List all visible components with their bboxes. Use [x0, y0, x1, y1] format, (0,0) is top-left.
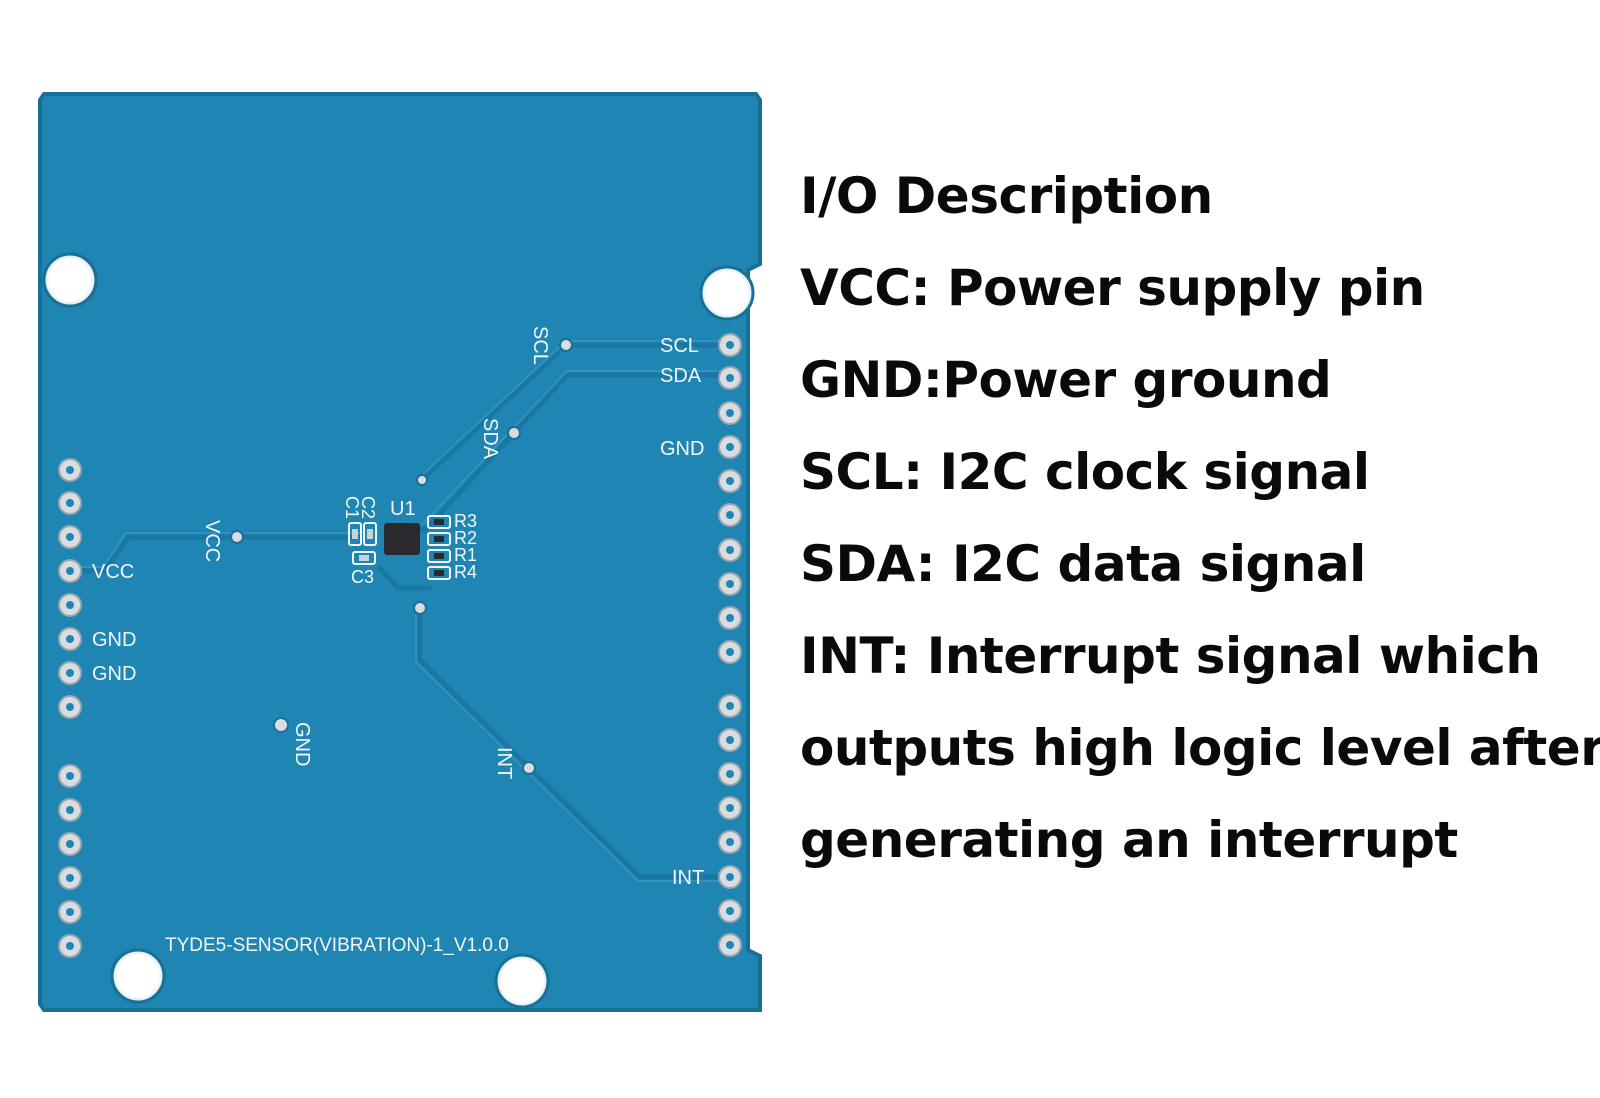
- r3-label: R3: [454, 511, 477, 531]
- gnd-via-label: GND: [291, 722, 313, 766]
- description-line-scl: SCL: I2C clock signal: [800, 443, 1370, 501]
- r4-label: R4: [454, 562, 477, 582]
- vcc-pin-label: VCC: [92, 561, 134, 583]
- description-line-int: INT: Interrupt signal which: [800, 627, 1541, 685]
- r2-label: R2: [454, 528, 477, 548]
- scl-trace-label: SCL: [529, 326, 551, 365]
- mounting-hole: [42, 252, 98, 308]
- gnd-left-label-1: GND: [92, 629, 136, 651]
- vcc-trace-label: VCC: [201, 520, 223, 562]
- mounting-hole: [494, 953, 550, 1009]
- board-name-label: TYDE5-SENSOR(VIBRATION)-1_V1.0.0: [165, 935, 509, 956]
- description-line-int-cont-1: outputs high logic level after: [800, 719, 1600, 777]
- io-description: I/O Description VCC: Power supply pin GN…: [800, 150, 1600, 886]
- vias: [230, 338, 573, 775]
- description-title: I/O Description: [800, 167, 1213, 225]
- u1-label: U1: [390, 498, 416, 520]
- capacitors: [348, 522, 377, 565]
- c2-label: C2: [358, 496, 378, 519]
- int-pin-label: INT: [672, 867, 704, 889]
- gnd-left-label-2: GND: [92, 663, 136, 685]
- c3-label: C3: [351, 567, 374, 587]
- mounting-hole: [699, 265, 755, 321]
- scl-pin-label: SCL: [660, 335, 699, 357]
- int-trace-label: INT: [493, 747, 515, 779]
- c1-label: C1: [342, 496, 362, 519]
- chip-u1: [384, 523, 420, 555]
- resistors: [427, 515, 451, 580]
- r1-label: R1: [454, 545, 477, 565]
- description-line-sda: SDA: I2C data signal: [800, 535, 1366, 593]
- description-line-vcc: VCC: Power supply pin: [800, 259, 1425, 317]
- description-line-int-cont-2: generating an interrupt: [800, 811, 1458, 869]
- sda-pin-label: SDA: [660, 365, 702, 387]
- gnd-right-label: GND: [660, 438, 704, 460]
- description-line-gnd: GND:Power ground: [800, 351, 1332, 409]
- sda-trace-label: SDA: [479, 418, 501, 460]
- mounting-hole: [110, 948, 166, 1004]
